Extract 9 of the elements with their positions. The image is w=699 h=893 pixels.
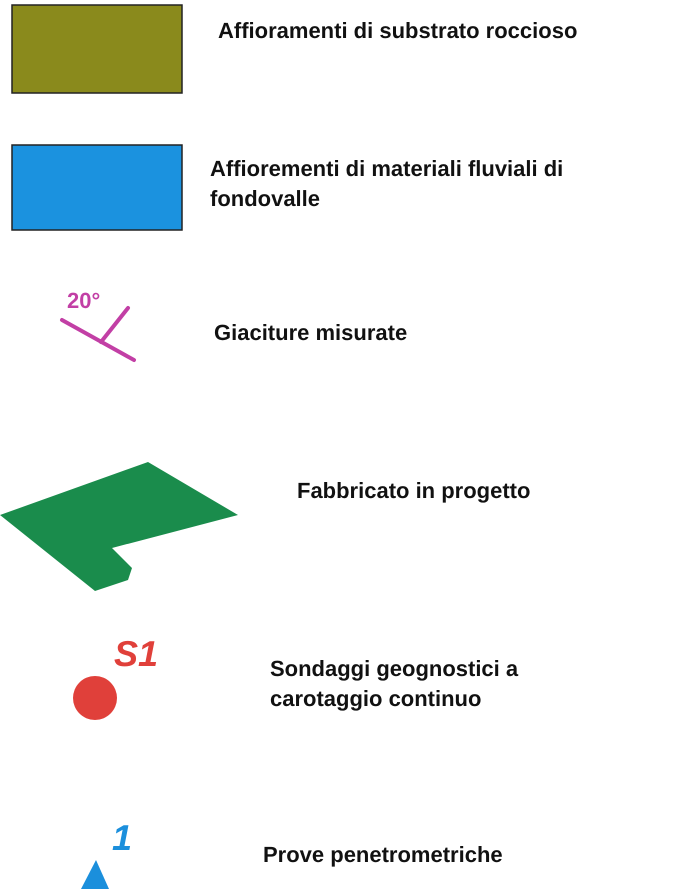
legend-label: Affiorementi di materiali fluviali di fondovalle xyxy=(210,155,564,213)
legend-label: Affioramenti di substrato roccioso xyxy=(218,17,578,45)
legend-label: Sondaggi geognostici a carotaggio continuo xyxy=(270,655,520,713)
test-number-label: 1 xyxy=(112,820,132,856)
borehole-id-label: S1 xyxy=(114,636,158,672)
dip-angle-label: 20° xyxy=(67,290,100,312)
legend-label: Fabbricato in progetto xyxy=(297,477,532,505)
legend-label: Giaciture misurate xyxy=(214,319,408,347)
legend-label: Prove penetrometriche xyxy=(263,841,504,869)
